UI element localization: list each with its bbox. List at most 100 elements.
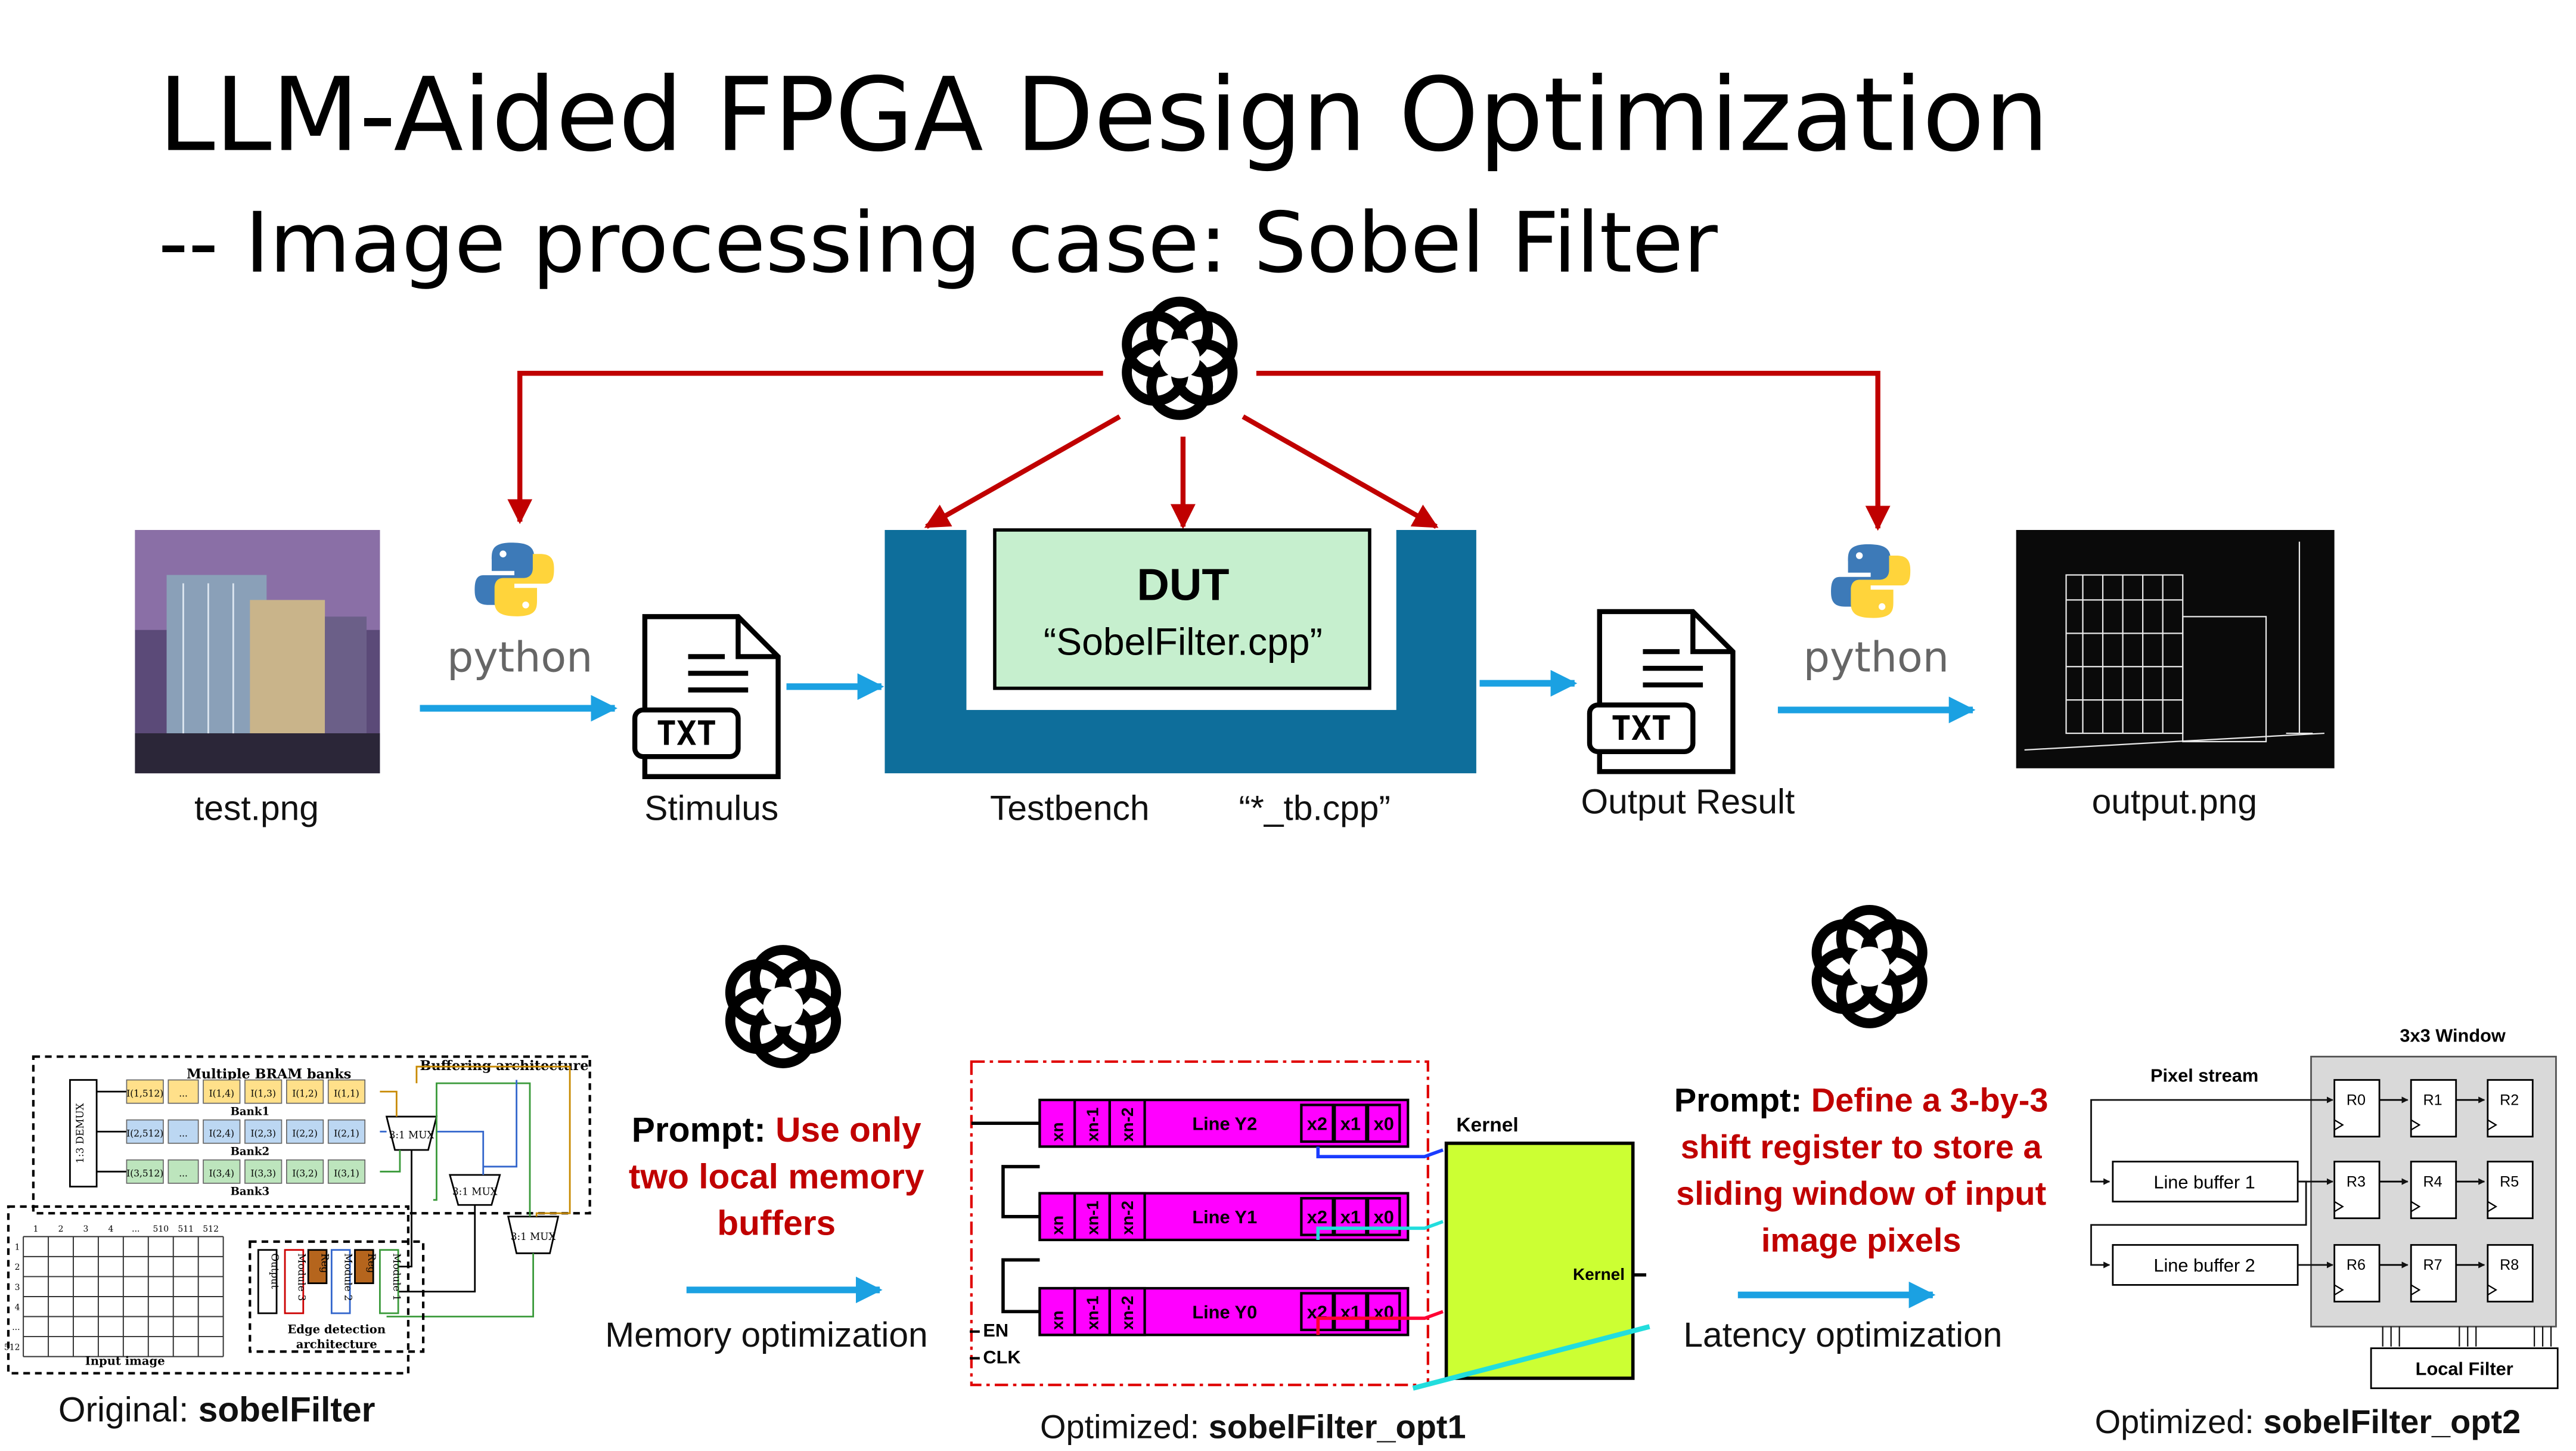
grid-row-label: 3 [15, 1283, 20, 1292]
bram-cell [126, 1159, 164, 1184]
edge-module [307, 1249, 328, 1285]
mux-label: 3:1 MUX [511, 1230, 556, 1242]
bram-cell [203, 1119, 241, 1144]
bram-cell [244, 1079, 283, 1104]
bram-cell-label: I(2,1) [334, 1128, 359, 1139]
kernel-out-label: Kernel [1573, 1265, 1625, 1283]
pixel-wire [1316, 1146, 1444, 1158]
grid-col-label: ... [132, 1224, 139, 1234]
line-buffer-1 [2112, 1161, 2299, 1203]
kernel-title: Kernel [1456, 1114, 1518, 1136]
window-cell-label: x1 [1340, 1207, 1361, 1227]
shift-cell [1073, 1286, 1111, 1337]
dut-block [993, 528, 1371, 690]
edge-module-label: Module 3 [296, 1253, 308, 1301]
clock-mark [2410, 1201, 2421, 1213]
opt2-caption: Optimized: sobelFilter_opt2 [2095, 1403, 2521, 1440]
edge-title-2: architecture [296, 1338, 377, 1351]
edge-module [330, 1249, 351, 1314]
output-image-label: output.png [2092, 782, 2257, 821]
opt2-prompt-line2: shift register to store a [1681, 1128, 2043, 1165]
window-register [2487, 1079, 2534, 1137]
pixel-wire [1316, 1220, 1444, 1240]
python-logo-icon [1831, 544, 1911, 618]
opt2-prompt-line3: sliding window of input [1676, 1174, 2046, 1212]
register-label: R8 [2500, 1257, 2519, 1273]
window-cell-label: x2 [1307, 1207, 1327, 1227]
local-filter-label: Local Filter [2416, 1358, 2513, 1379]
openai-logo-icon [1807, 910, 1933, 1023]
bram-cell-label: ... [179, 1168, 188, 1179]
clock-mark [2334, 1284, 2344, 1296]
window-register [2487, 1161, 2534, 1219]
latency-opt-label: Latency optimization [1683, 1316, 2002, 1354]
python-wordmark: python [447, 634, 592, 682]
window-cell-label: x0 [1374, 1207, 1394, 1227]
window-cell [1367, 1292, 1401, 1331]
bram-cell-label: I(2,2) [292, 1128, 317, 1139]
bank-label: Bank2 [231, 1145, 270, 1158]
grid-row-label: 4 [15, 1303, 20, 1312]
edge-module-label: Module 1 [391, 1253, 403, 1301]
bram-cell-label: I(1,3) [250, 1089, 275, 1099]
shift-cell [1108, 1192, 1146, 1242]
local-filter-block [2370, 1347, 2559, 1390]
bram-cell-label: ... [179, 1128, 188, 1139]
shift-cell [1108, 1098, 1146, 1148]
shift-cell [1038, 1286, 1076, 1337]
line-buffer-2-label: Line buffer 2 [2153, 1255, 2255, 1276]
grid-col-label: 4 [108, 1224, 113, 1234]
window-cell-label: x2 [1307, 1113, 1327, 1134]
shift-cell-label: xn-2 [1118, 1295, 1137, 1329]
register-label: R7 [2423, 1257, 2442, 1273]
bram-cell [167, 1119, 199, 1144]
llm-arrows [507, 371, 1891, 531]
bram-cell [203, 1159, 241, 1184]
bram-cell [203, 1079, 241, 1104]
flow-arrows-top [420, 669, 1976, 724]
test-image [135, 530, 380, 774]
feedback-wire [1001, 1165, 1040, 1219]
input-image-label: Input image [85, 1354, 165, 1368]
register-label: R5 [2500, 1173, 2519, 1190]
openai-logo-icon [1116, 302, 1243, 415]
bram-cell [126, 1079, 164, 1104]
bram-cell [126, 1119, 164, 1144]
bank-label: Bank3 [231, 1185, 270, 1198]
bram-cell-label: I(3,512) [126, 1168, 163, 1179]
bram-cell [244, 1159, 283, 1184]
line-buffer-label: Line Y2 [1192, 1113, 1257, 1134]
window-cell-label: x0 [1374, 1113, 1394, 1134]
bram-cell-label: I(2,4) [209, 1128, 234, 1139]
window-cell [1333, 1292, 1368, 1331]
window-register [2333, 1079, 2381, 1137]
slide-title: LLM-Aided FPGA Design Optimization [159, 57, 2049, 175]
shift-cell-label: xn [1048, 1310, 1067, 1330]
window-register [2410, 1079, 2457, 1137]
edge-module-label: Reg [366, 1253, 378, 1273]
opt1-prompt-line1: Prompt: Use only [632, 1111, 921, 1149]
python-wordmark: python [1804, 634, 1949, 682]
python-logo-icon [474, 542, 554, 616]
bram-cell [244, 1119, 283, 1144]
grid-row-label: ... [12, 1323, 20, 1332]
edge-title: Edge detection [287, 1322, 386, 1336]
bram-banks: I(1,512)...I(1,4)I(1,3)I(1,2)I(1,1)Bank1… [97, 1079, 366, 1198]
mux-label: 3:1 MUX [389, 1128, 434, 1140]
opt2-prompt-line1: Prompt: Define a 3-by-3 [1674, 1081, 2049, 1119]
memory-opt-label: Memory optimization [605, 1316, 927, 1354]
bram-cell [167, 1159, 199, 1184]
edge-module [378, 1249, 399, 1314]
bank-label: Bank1 [231, 1105, 270, 1118]
bram-cell [327, 1119, 366, 1144]
shift-cell-label: xn-1 [1083, 1201, 1101, 1235]
clock-mark [2410, 1284, 2421, 1296]
clock-mark [2334, 1201, 2344, 1213]
edge-module [257, 1249, 278, 1314]
line-buffer-1-label: Line buffer 1 [2153, 1171, 2255, 1192]
bram-cell [327, 1079, 366, 1104]
